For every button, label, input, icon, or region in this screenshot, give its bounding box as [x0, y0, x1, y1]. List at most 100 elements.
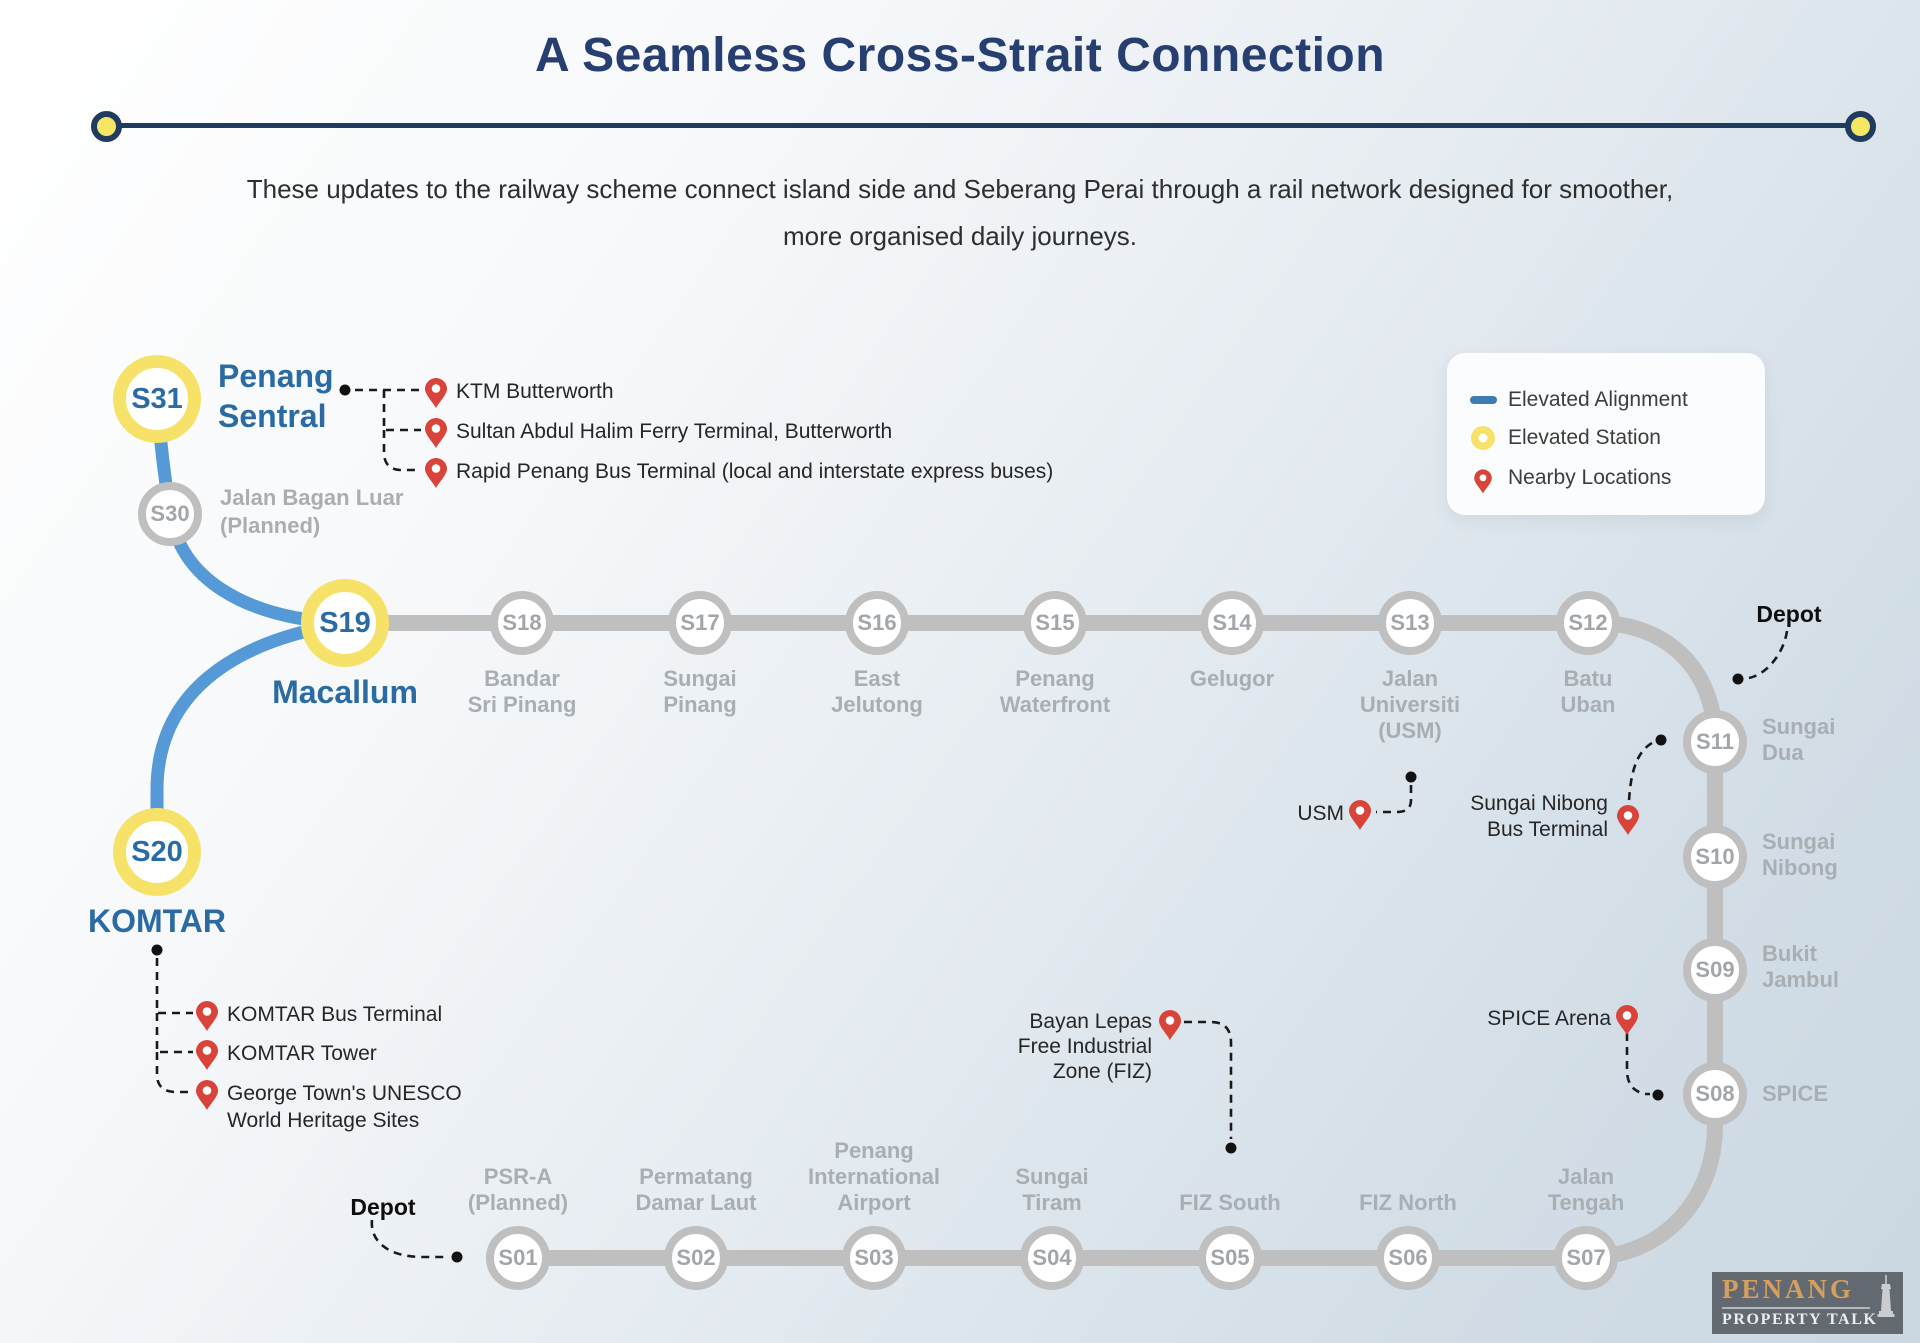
- station-s12-code: S12: [1568, 610, 1608, 635]
- station-s06-code: S06: [1388, 1245, 1428, 1270]
- connector-spice-arena: [1625, 1033, 1650, 1096]
- station-s04-code: S04: [1032, 1245, 1072, 1270]
- connector-penang-sentral-bus: [382, 430, 420, 472]
- station-s15-code: S15: [1035, 610, 1075, 635]
- station-s12: S12: [1556, 591, 1620, 655]
- station-s01: S01: [486, 1226, 550, 1290]
- nearby-ferry-terminal: Sultan Abdul Halim Ferry Terminal, Butte…: [456, 420, 893, 443]
- station-s06-name: FIZ North: [1359, 1190, 1457, 1215]
- station-s18: S18: [490, 591, 554, 655]
- anchor-dot-depot-top: [1732, 673, 1744, 685]
- station-s05-name: FIZ South: [1179, 1190, 1281, 1215]
- depot-label-bottom: Depot: [350, 1194, 416, 1220]
- station-s18-code: S18: [502, 610, 542, 635]
- komtar-bus-terminal-pin-icon: [196, 1001, 218, 1031]
- george-town-unesco-pin-icon: [196, 1080, 218, 1110]
- connector-sungai-nibong-bt: [1627, 741, 1653, 802]
- nearby-komtar-tower: KOMTAR Tower: [227, 1042, 377, 1065]
- anchor-dot-sungai-nibong-bt: [1655, 734, 1667, 746]
- penang-property-talk-logo: PENANG PROPERTY TALK: [1712, 1272, 1903, 1334]
- elevated-alignment-gray-track: [345, 615, 1723, 1266]
- station-s09-name: Bukit Jambul: [1762, 941, 1840, 992]
- depot-label-top: Depot: [1756, 601, 1822, 627]
- station-s10-code: S10: [1695, 844, 1735, 869]
- nearby-ktm-butterworth: KTM Butterworth: [456, 380, 614, 403]
- station-s16: S16: [845, 591, 909, 655]
- station-s14-name: Gelugor: [1189, 666, 1275, 691]
- station-s08-name: SPICE: [1762, 1081, 1829, 1106]
- station-s17: S17: [668, 591, 732, 655]
- connector-bayan-lepas: [1184, 1020, 1233, 1139]
- station-s15-name: Penang Waterfront: [999, 666, 1111, 717]
- station-s06: S06: [1376, 1226, 1440, 1290]
- anchor-dot-usm: [1405, 771, 1417, 783]
- station-s08: S08: [1683, 1062, 1747, 1126]
- title-divider-line: [118, 123, 1850, 128]
- anchor-dot-bayan-lepas: [1225, 1142, 1237, 1154]
- station-s03: S03: [842, 1226, 906, 1290]
- nearby-locations-icon: [1474, 469, 1492, 494]
- station-s12-name: Batu Uban: [1560, 666, 1616, 717]
- station-s30-name: Jalan Bagan Luar (Planned): [220, 485, 404, 538]
- station-s07-name: Jalan Tengah: [1547, 1164, 1625, 1215]
- legend-icons-svg: [1470, 396, 1497, 494]
- station-s09: S09: [1683, 938, 1747, 1002]
- ferry-terminal-pin-icon: [425, 418, 447, 448]
- nearby-sungai-nibong-bus-terminal: Sungai Nibong Bus Terminal: [1470, 792, 1608, 841]
- elevated-alignment-icon: [1470, 396, 1497, 404]
- logo-property-talk-text: PROPERTY TALK: [1722, 1311, 1878, 1328]
- station-s11-name: Sungai Dua: [1762, 714, 1836, 765]
- anchor-dot-komtar: [151, 944, 163, 956]
- station-s20-name: KOMTAR: [87, 903, 227, 939]
- station-s16-name: East Jelutong: [831, 666, 923, 717]
- usm-pin-icon: [1349, 800, 1371, 830]
- legend-nearby-locations-label: Nearby Locations: [1508, 466, 1672, 489]
- divider-end-dot-left: [91, 111, 122, 142]
- station-s17-name: Sungai Pinang: [663, 666, 737, 717]
- legend-card: [1447, 353, 1765, 515]
- station-s14-code: S14: [1212, 610, 1252, 635]
- station-s13-name: Jalan Universiti (USM): [1359, 666, 1461, 743]
- nearby-rapid-penang-bus: Rapid Penang Bus Terminal (local and int…: [456, 460, 1054, 483]
- connector-depot-top: [1748, 630, 1789, 680]
- station-s05-code: S05: [1210, 1245, 1250, 1270]
- station-s30-code: S30: [150, 501, 190, 526]
- station-s15: S15: [1023, 591, 1087, 655]
- station-s19-name: Macallum: [272, 674, 418, 710]
- station-s31-name: Penang Sentral: [218, 358, 334, 434]
- spice-arena-pin-icon: [1616, 1005, 1638, 1035]
- logo-penang-text: PENANG: [1722, 1274, 1854, 1304]
- station-s09-code: S09: [1695, 957, 1735, 982]
- station-s30: S30: [138, 482, 202, 546]
- komtar-tower-icon: [1877, 1275, 1895, 1317]
- logo-divider: [1722, 1307, 1870, 1309]
- rapid-penang-bus-pin-icon: [425, 458, 447, 488]
- anchor-dot-spice-arena: [1652, 1089, 1664, 1101]
- station-s13: S13: [1378, 591, 1442, 655]
- nearby-george-town-unesco: George Town's UNESCO World Heritage Site…: [227, 1082, 462, 1132]
- subtitle: These updates to the railway scheme conn…: [246, 174, 1674, 251]
- station-s11: S11: [1683, 710, 1747, 774]
- station-s03-code: S03: [854, 1245, 894, 1270]
- station-s19-code: S19: [319, 607, 371, 639]
- station-s11-code: S11: [1696, 729, 1734, 754]
- nearby-komtar-bus-terminal: KOMTAR Bus Terminal: [227, 1003, 443, 1026]
- legend-elevated-alignment-label: Elevated Alignment: [1508, 388, 1688, 411]
- connector-komtar-bus: [155, 958, 193, 1015]
- station-s01-code: S01: [498, 1245, 538, 1270]
- nearby-usm: USM: [1297, 802, 1344, 825]
- elevated-alignment-blue-south-branch: [150, 617, 344, 849]
- station-s10-name: Sungai Nibong: [1762, 829, 1838, 880]
- connector-penang-sentral-ferry: [382, 390, 421, 432]
- station-s04: S04: [1020, 1226, 1084, 1290]
- ktm-butterworth-pin-icon: [425, 378, 447, 408]
- station-s31: S31: [113, 355, 201, 443]
- legend-elevated-station-label: Elevated Station: [1508, 426, 1661, 449]
- station-s01-name: PSR-A (Planned): [467, 1164, 569, 1215]
- station-s20-code: S20: [131, 836, 183, 868]
- station-s02-name: Permatang Damar Laut: [635, 1164, 757, 1215]
- station-s05: S05: [1198, 1226, 1262, 1290]
- bayan-lepas-fiz-pin-icon: [1159, 1010, 1181, 1040]
- connector-komtar-unesco: [155, 1052, 192, 1094]
